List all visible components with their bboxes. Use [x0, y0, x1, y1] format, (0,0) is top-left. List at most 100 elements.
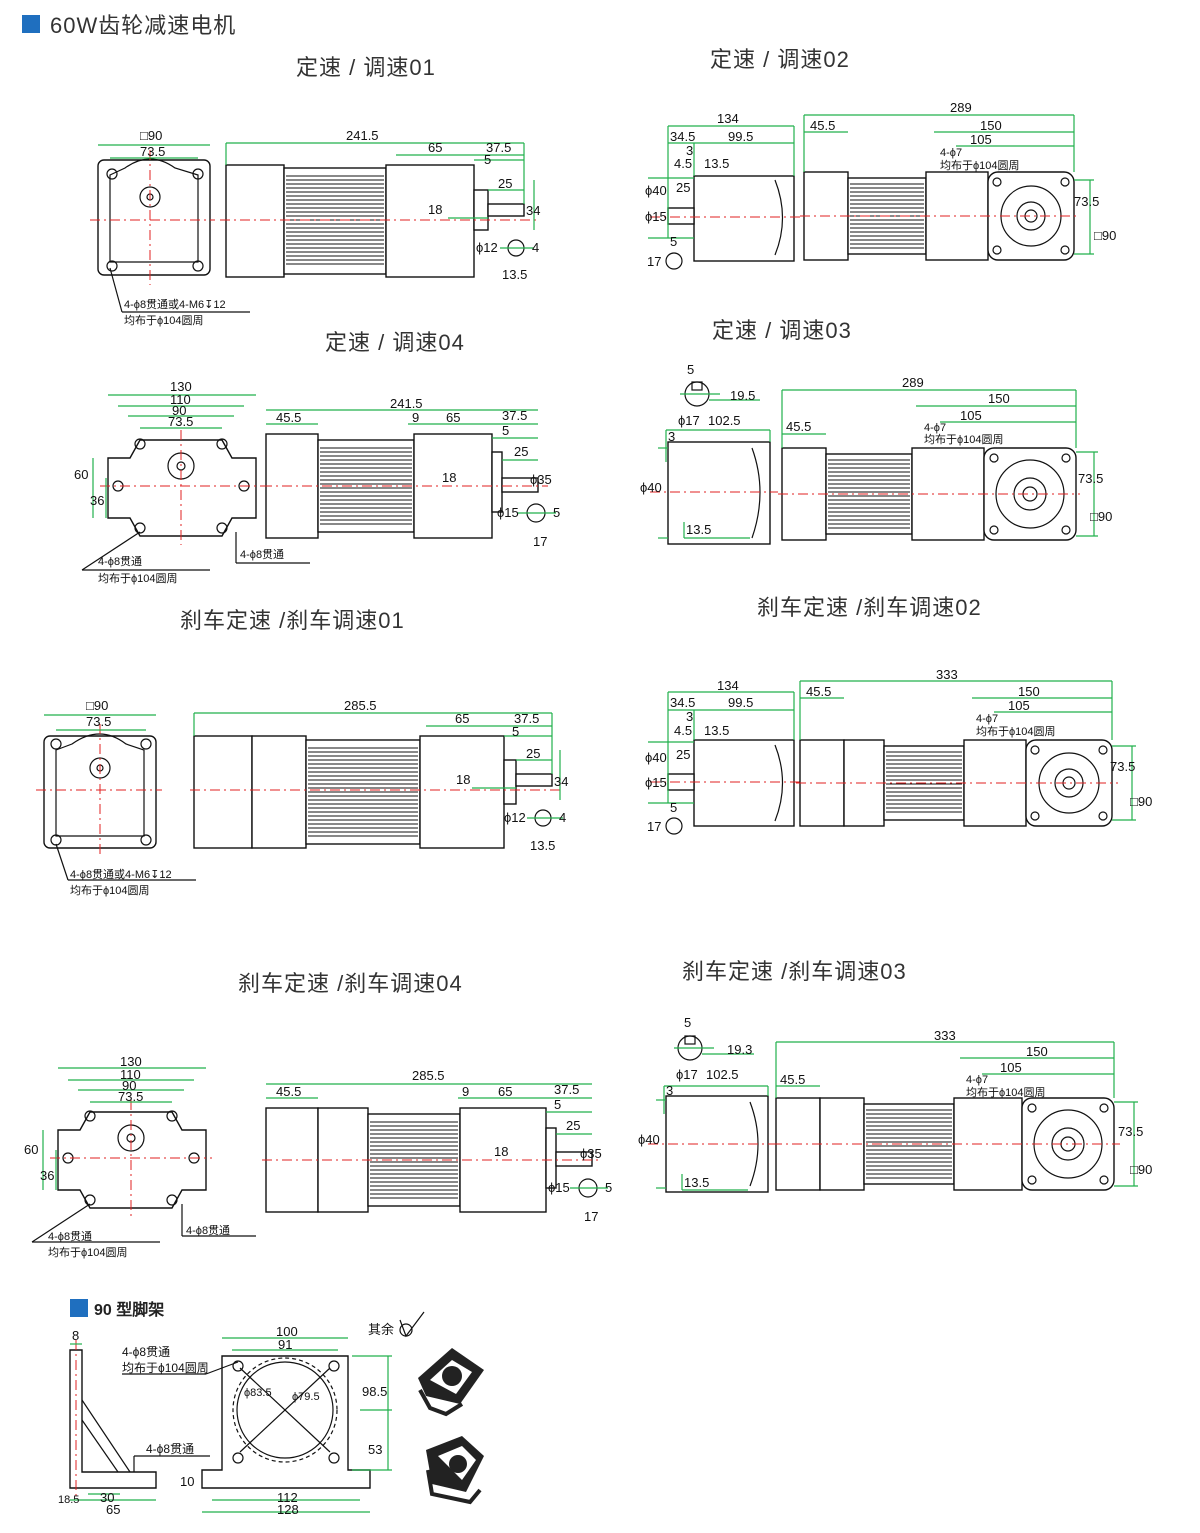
d04-key: 5 [553, 505, 560, 520]
b02-15: ϕ15 [645, 775, 667, 790]
d02-995: 99.5 [728, 129, 753, 144]
b03-193: 19.3 [727, 1042, 752, 1057]
b04-35: ϕ35 [580, 1146, 602, 1161]
page-title: 60W齿轮减速电机 [50, 13, 237, 38]
d02-40: ϕ40 [645, 183, 667, 198]
d01-key: 4 [532, 240, 539, 255]
b01-l34: 34 [554, 774, 568, 789]
b01-width: 73.5 [86, 714, 111, 729]
b03-sq: □90 [1130, 1162, 1152, 1177]
d02-150: 150 [980, 118, 1002, 133]
d04-455: 45.5 [276, 410, 301, 425]
d01-square: □90 [140, 128, 162, 143]
b02-455: 45.5 [806, 684, 831, 699]
b03-735: 73.5 [1118, 1124, 1143, 1139]
b01-l5: 5 [512, 724, 519, 739]
b04-17: 17 [584, 1209, 598, 1224]
b02-circ: 均布于ϕ104圆周 [976, 725, 1056, 738]
d01-l5: 5 [484, 152, 491, 167]
d03-150: 150 [988, 391, 1010, 406]
b03-135: 13.5 [684, 1175, 709, 1190]
br-91: 91 [278, 1337, 292, 1352]
b04-36: 36 [40, 1168, 54, 1183]
b01-key: 4 [559, 810, 566, 825]
title-fixed-speed-03: 定速 / 调速03 [712, 318, 852, 343]
b04-65: 65 [498, 1084, 512, 1099]
d02-15: ϕ15 [645, 209, 667, 224]
br-30: 30 [100, 1490, 114, 1505]
b01-l18: 18 [456, 772, 470, 787]
d04-25: 25 [514, 444, 528, 459]
br-128: 128 [277, 1502, 299, 1517]
br-rest: 其余 [368, 1322, 394, 1337]
d04-375: 37.5 [502, 408, 527, 423]
d03-17: ϕ17 [678, 413, 700, 428]
d04-n3: 4-ϕ8贯通 [240, 548, 284, 561]
d01-note2: 均布于ϕ104圆周 [124, 314, 204, 327]
b04-15: ϕ15 [548, 1180, 570, 1195]
b02-45: 4.5 [674, 723, 692, 738]
d01-l18: 18 [428, 202, 442, 217]
d03-circ: 均布于ϕ104圆周 [924, 433, 1004, 446]
d01-width: 73.5 [140, 144, 165, 159]
d03-1025: 102.5 [708, 413, 741, 428]
br-10: 10 [180, 1474, 194, 1489]
b03-circ: 均布于ϕ104圆周 [966, 1086, 1046, 1099]
bracket-3d-icon-1 [418, 1348, 484, 1417]
d04-9: 9 [412, 410, 419, 425]
b03-17: ϕ17 [676, 1067, 698, 1082]
d04-60: 60 [74, 467, 88, 482]
d02-345: 34.5 [670, 129, 695, 144]
d02-3: 3 [686, 143, 693, 158]
d01-l34: 34 [526, 203, 540, 218]
title-brake-01: 刹车定速 /刹车调速01 [180, 608, 405, 633]
b04-n1: 4-ϕ8贯通 [48, 1230, 92, 1243]
d04-5: 5 [502, 423, 509, 438]
br-53: 53 [368, 1442, 382, 1457]
b04-5: 5 [554, 1097, 561, 1112]
surface-check-icon [399, 1311, 425, 1338]
b02-333: 333 [936, 667, 958, 682]
d02-sq: □90 [1094, 228, 1116, 243]
d03-195: 19.5 [730, 388, 755, 403]
b02-17: 17 [647, 819, 661, 834]
d03-hole: 4-ϕ7 [924, 422, 946, 434]
b04-375: 37.5 [554, 1082, 579, 1097]
title-brake-04: 刹车定速 /刹车调速04 [238, 971, 463, 996]
b04-130: 130 [120, 1054, 142, 1069]
br-n3: 4-ϕ8贯通 [146, 1442, 194, 1456]
b04-110: 110 [120, 1067, 141, 1082]
d02-circ: 均布于ϕ104圆周 [940, 159, 1020, 172]
b01-h135: 13.5 [530, 838, 555, 853]
d02-25: 25 [676, 180, 690, 195]
br-n2: 均布于ϕ104圆周 [122, 1361, 209, 1375]
d01-l65: 65 [428, 140, 442, 155]
d03-735: 73.5 [1078, 471, 1103, 486]
br-65: 65 [106, 1502, 120, 1517]
d04-35: ϕ35 [530, 472, 552, 487]
d03-105: 105 [960, 408, 982, 423]
br-112: 112 [277, 1490, 298, 1505]
b03-455: 45.5 [780, 1072, 805, 1087]
d02-5: 5 [670, 234, 677, 249]
b04-90: 90 [122, 1078, 136, 1093]
d03-289: 289 [902, 375, 924, 390]
d04-735: 73.5 [168, 414, 193, 429]
bracket-marker-icon [70, 1299, 88, 1317]
b04-735: 73.5 [118, 1089, 143, 1104]
b03-150: 150 [1026, 1044, 1048, 1059]
d02-hole: 4-ϕ7 [940, 147, 962, 159]
b01-shaft: ϕ12 [504, 810, 526, 825]
d02-735: 73.5 [1074, 194, 1099, 209]
b01-l65: 65 [455, 711, 469, 726]
d03-135: 13.5 [686, 522, 711, 537]
title-fixed-speed-02: 定速 / 调速02 [710, 47, 850, 72]
d02-105: 105 [970, 132, 992, 147]
b04-n3: 4-ϕ8贯通 [186, 1224, 230, 1237]
